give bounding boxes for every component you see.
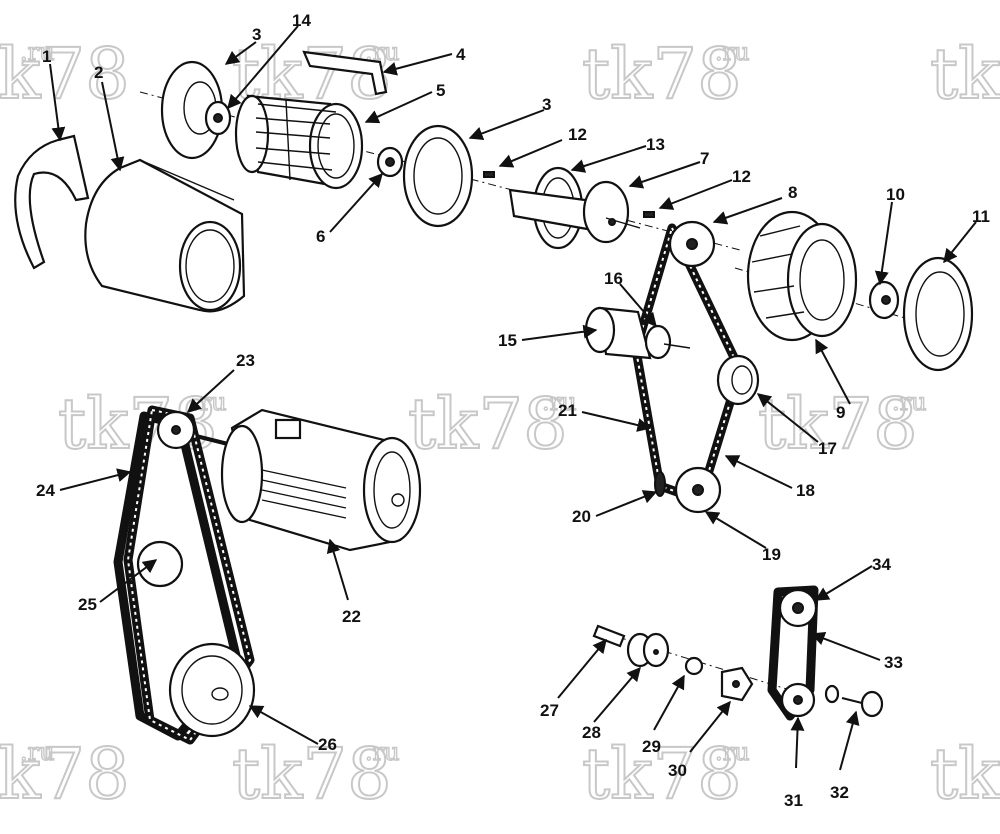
callout-17: 17 <box>818 439 837 458</box>
electric-motor-part <box>195 408 422 552</box>
callout-12a: 12 <box>568 125 587 144</box>
callout-3b: 3 <box>542 95 551 114</box>
watermark: tk78 <box>929 32 1000 116</box>
callout-30: 30 <box>668 761 687 780</box>
callout-32: 32 <box>830 783 849 802</box>
fan-wheel-part <box>746 210 858 342</box>
callout-21: 21 <box>558 401 577 420</box>
key-part <box>483 171 495 178</box>
svg-text:tk78: tk78 <box>582 33 742 115</box>
callout-19: 19 <box>762 545 781 564</box>
motor-small-part <box>584 306 691 360</box>
callout-24: 24 <box>36 481 55 500</box>
cap-screw-part <box>841 690 884 718</box>
svg-text:.ru: .ru <box>365 738 400 766</box>
pulley-hub-part <box>626 632 670 668</box>
bracket-part <box>14 134 90 270</box>
bolt-part <box>684 656 704 676</box>
svg-text:tk78: tk78 <box>408 383 568 465</box>
washer-part <box>824 684 840 704</box>
shield-part <box>302 50 388 96</box>
callout-10: 10 <box>886 185 905 204</box>
callout-15: 15 <box>498 331 517 350</box>
svg-text:tk78: tk78 <box>582 733 742 815</box>
blower-wheel-part <box>234 94 364 190</box>
watermark: tk78.ru <box>581 732 750 816</box>
callout-22: 22 <box>342 607 361 626</box>
leader-lines <box>49 25 977 771</box>
blower-housing-part <box>84 158 246 313</box>
callout-7: 7 <box>700 149 709 168</box>
svg-text:tk78: tk78 <box>758 383 918 465</box>
hub-part <box>204 100 232 136</box>
svg-text:tk78: tk78 <box>930 733 1000 815</box>
callout-27: 27 <box>540 701 559 720</box>
callout-16: 16 <box>604 269 623 288</box>
flange-ring-part <box>402 124 474 228</box>
svg-text:tk78: tk78 <box>232 733 392 815</box>
watermark: tk78.ru <box>757 382 927 466</box>
callout-1: 1 <box>42 47 51 66</box>
callout-11: 11 <box>972 207 990 226</box>
callout-33: 33 <box>884 653 903 672</box>
callout-2: 2 <box>94 63 103 82</box>
fan-hub-part <box>868 280 900 320</box>
belt-drive-lower-right <box>767 585 819 721</box>
callout-28: 28 <box>582 723 601 742</box>
bearing-part <box>376 146 404 178</box>
callout-3a: 3 <box>252 25 261 44</box>
callout-20: 20 <box>572 507 591 526</box>
watermark: tk78.ru <box>0 32 131 116</box>
inlet-ring-part <box>902 256 974 372</box>
svg-text:.ru: .ru <box>542 388 577 416</box>
nut-part <box>720 666 754 702</box>
callout-4: 4 <box>456 45 466 64</box>
pin-part <box>592 624 626 648</box>
callout-25: 25 <box>78 595 97 614</box>
watermark: tk78.ru <box>231 732 400 816</box>
callout-31: 31 <box>784 791 803 810</box>
svg-text:.ru: .ru <box>20 38 55 66</box>
callout-34: 34 <box>872 555 891 574</box>
svg-text:.ru: .ru <box>715 738 750 766</box>
watermark: tk78.ru <box>581 32 750 116</box>
watermark: tk78.ru <box>0 732 131 816</box>
key-part <box>643 211 655 218</box>
belt-drive-lower-left <box>113 405 256 745</box>
callout-18: 18 <box>796 481 815 500</box>
callout-12b: 12 <box>732 167 751 186</box>
callout-29: 29 <box>642 737 661 756</box>
callout-6: 6 <box>316 227 325 246</box>
belt-drive-upper <box>584 220 760 514</box>
svg-text:tk78: tk78 <box>0 33 130 115</box>
callout-23: 23 <box>236 351 255 370</box>
callout-9: 9 <box>836 403 845 422</box>
callout-8: 8 <box>788 183 797 202</box>
callout-5: 5 <box>436 81 445 100</box>
watermark: tk78 <box>929 732 1000 816</box>
svg-text:tk78: tk78 <box>930 33 1000 115</box>
svg-text:.ru: .ru <box>892 388 927 416</box>
svg-text:.ru: .ru <box>20 738 55 766</box>
callout-14: 14 <box>292 11 311 30</box>
svg-text:.ru: .ru <box>715 38 750 66</box>
callout-labels: 1 2 3 14 4 5 3 12 13 7 12 8 10 11 6 16 1… <box>36 11 990 810</box>
svg-text:tk78: tk78 <box>0 733 130 815</box>
callout-13: 13 <box>646 135 665 154</box>
watermark: tk78.ru <box>407 382 577 466</box>
shaft-assembly-part <box>508 180 641 244</box>
callout-26: 26 <box>318 735 337 754</box>
